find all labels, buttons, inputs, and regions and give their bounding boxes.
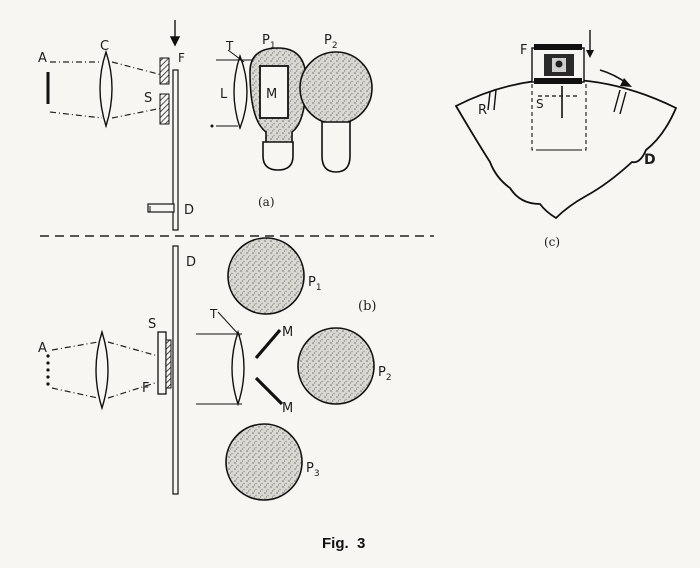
label-a-plate1: P1	[262, 33, 276, 51]
label-b-disc: D	[186, 255, 196, 270]
shutter-block-a	[159, 93, 170, 125]
caption-panel-a: (a)	[258, 195, 275, 209]
film-b	[165, 339, 172, 389]
label-b-mirror-top: M	[282, 325, 293, 340]
plate-p2-a	[299, 51, 373, 173]
label-c-rotor: R	[478, 103, 487, 118]
disc-d-a	[172, 69, 179, 231]
label-c-film: F	[520, 43, 527, 58]
label-b-plate3: P3	[306, 461, 320, 479]
label-b-prism: T	[209, 307, 218, 321]
label-b-plate1: P1	[308, 275, 322, 293]
panel-a: A C F S T L M D P1 P2 (a)	[38, 20, 373, 231]
plate-p1-b	[227, 237, 305, 315]
label-a-condenser: C	[100, 39, 109, 54]
caption-panel-b: (b)	[358, 299, 376, 314]
label-a-plate2: P2	[324, 33, 338, 51]
label-a-shutter: S	[144, 91, 152, 106]
shutter-b	[157, 331, 167, 395]
label-a-source: A	[38, 51, 47, 66]
projection-lens-b	[231, 329, 245, 407]
panel-c: F R S D (c)	[454, 30, 678, 249]
label-b-plate2: P2	[378, 365, 392, 383]
label-b-film: F	[142, 381, 149, 396]
caption-panel-c: (c)	[544, 235, 560, 249]
mirror-top-b	[254, 328, 282, 360]
projection-lens-a	[233, 53, 248, 131]
label-a-film: F	[178, 51, 185, 65]
source-b	[46, 354, 50, 386]
label-c-disc: D	[644, 152, 656, 168]
label-a-disc: D	[184, 203, 194, 218]
disc-d-b	[172, 245, 179, 495]
label-a-prism: T	[225, 39, 234, 53]
condenser-lens-a	[99, 49, 113, 129]
film-strip-c	[531, 44, 587, 151]
plate-p2-b	[297, 327, 375, 405]
label-a-mirror: M	[266, 87, 277, 102]
label-b-mirror-bottom: M	[282, 401, 293, 416]
label-b-shutter: S	[148, 317, 156, 332]
beam-a	[49, 61, 163, 119]
beam-b	[51, 341, 159, 399]
label-b-source: A	[38, 341, 47, 356]
plate-p3-b	[225, 423, 303, 501]
plate-p1-a	[249, 47, 307, 171]
film-gate-a	[159, 57, 170, 85]
label-a-lens: L	[220, 87, 228, 102]
shaft-a	[147, 203, 175, 213]
label-c-shutter: S	[536, 97, 544, 111]
mirror-m-a	[259, 65, 289, 119]
rotating-disc-c	[454, 78, 678, 220]
film-direction-arrow-a	[169, 20, 181, 47]
film-direction-arrow-c	[586, 30, 594, 58]
panel-b: A D S F T M M P1 P2 P3 (b)	[38, 237, 392, 501]
mirror-bottom-b	[254, 376, 284, 406]
condenser-lens-b	[95, 329, 109, 411]
figure-caption: Fig. 3	[322, 535, 365, 552]
